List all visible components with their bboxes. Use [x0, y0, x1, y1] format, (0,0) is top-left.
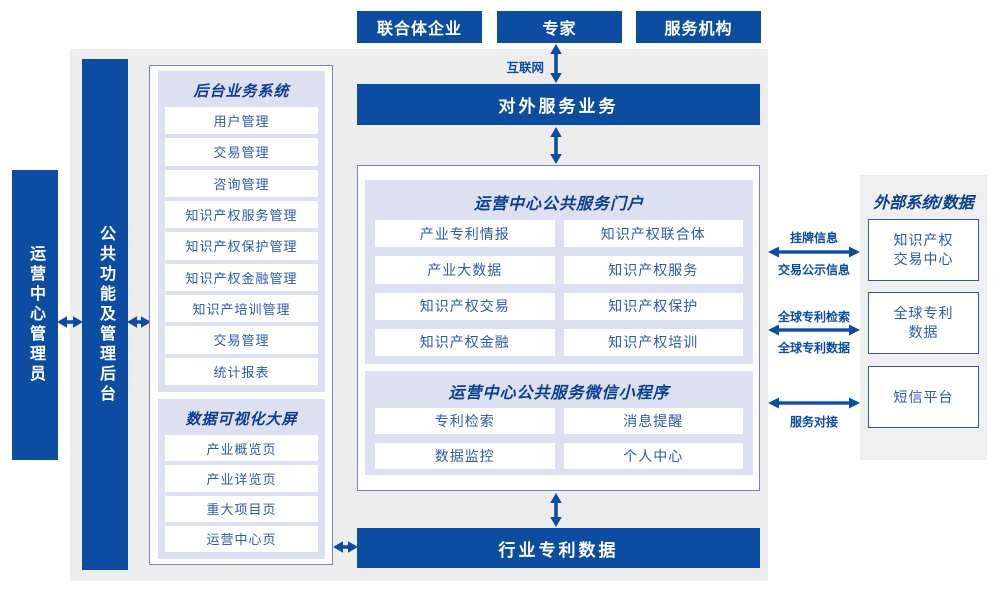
miniprogram-item-grid: 专利检索 消息提醒 数据监控 个人中心 [375, 408, 743, 469]
bar-label: 运营中心管理员 [27, 245, 44, 385]
backend-item: 知识产权保护管理 [165, 232, 318, 260]
backend-item: 交易管理 [165, 326, 318, 354]
operation-center-admin-bar: 运营中心管理员 [12, 170, 58, 460]
miniprogram-item: 数据监控 [375, 443, 555, 469]
dashboard-item-list: 产业概览页 产业详览页 重大项目页 运营中心页 [165, 435, 318, 552]
portal-item: 知识产权保护 [563, 292, 743, 320]
link-label-trade-publicity-info: 交易公示信息 [777, 263, 850, 277]
double-arrow-global-patent-icon [768, 324, 860, 336]
internet-label: 互联网 [506, 61, 544, 75]
dashboard-item: 产业详览页 [165, 465, 318, 492]
link-label-service-connect: 服务对接 [789, 415, 838, 429]
backend-item: 知识产权金融管理 [165, 263, 318, 291]
actor-label: 服务机构 [664, 21, 733, 38]
industry-patent-data-bar: 行业专利数据 [357, 528, 760, 568]
dashboard-item: 产业概览页 [165, 435, 318, 462]
portal-item: 产业大数据 [375, 256, 555, 284]
portal-item: 知识产权金融 [375, 328, 555, 356]
portal-item: 知识产权联合体 [563, 220, 743, 248]
actor-service-agencies: 服务机构 [636, 11, 761, 43]
public-functions-backend-bar: 公共功能及管理后台 [82, 59, 128, 570]
dashboard-item: 运营中心页 [165, 525, 318, 552]
link-label-global-patent-search: 全球专利检索 [777, 310, 850, 324]
external-systems-title: 外部系统/数据 [873, 195, 974, 212]
bar-label: 公共功能及管理后台 [97, 224, 114, 405]
miniprogram-panel: 运营中心公共服务微信小程序 专利检索 消息提醒 数据监控 个人中心 [365, 371, 753, 475]
portal-item: 知识产权交易 [375, 292, 555, 320]
dashboard-panel: 数据可视化大屏 产业概览页 产业详览页 重大项目页 运营中心页 [158, 399, 325, 559]
dashboard-item: 重大项目页 [165, 495, 318, 522]
link-label-global-patent-data: 全球专利数据 [777, 341, 850, 355]
double-arrow-functions-backend-icon [127, 316, 151, 328]
double-arrow-industry-data-icon [550, 493, 562, 527]
miniprogram-item: 个人中心 [563, 443, 743, 469]
portal-item: 知识产权服务 [563, 256, 743, 284]
external-service-bar: 对外服务业务 [357, 84, 760, 125]
backend-item: 咨询管理 [165, 169, 318, 197]
panel-title: 数据可视化大屏 [185, 411, 298, 428]
panel-title: 运营中心公共服务门户 [473, 196, 644, 213]
backend-item: 统计报表 [165, 357, 318, 385]
backend-item: 用户管理 [165, 107, 318, 135]
actor-experts: 专家 [497, 11, 622, 43]
backend-item: 知识产培训管理 [165, 294, 318, 323]
double-arrow-admin-functions-icon [57, 316, 83, 328]
double-arrow-portal-icon [550, 127, 562, 164]
double-arrow-dashboard-industry-icon [333, 541, 358, 553]
double-arrow-internet-icon [550, 44, 562, 83]
actor-label: 联合体企业 [376, 21, 462, 38]
miniprogram-item: 专利检索 [375, 408, 555, 434]
double-arrow-ip-trading-icon [768, 246, 860, 258]
backend-item-list: 用户管理 交易管理 咨询管理 知识产权服务管理 知识产权保护管理 知识产权金融管… [165, 107, 318, 385]
backend-system-panel: 后台业务系统 用户管理 交易管理 咨询管理 知识产权服务管理 知识产权保护管理 … [158, 71, 325, 392]
link-label-listing-info: 挂牌信息 [789, 231, 838, 245]
double-arrow-service-connect-icon [768, 397, 860, 409]
actor-consortium-enterprises: 联合体企业 [357, 11, 482, 43]
public-service-portal-panel: 运营中心公共服务门户 产业专利情报 知识产权联合体 产业大数据 知识产权服务 知… [365, 180, 753, 364]
actor-label: 专家 [542, 21, 577, 38]
external-system-sms-platform: 短信平台 [868, 366, 979, 428]
portal-item: 知识产权培训 [563, 328, 743, 356]
bar-label: 行业专利数据 [498, 540, 619, 560]
bar-label: 对外服务业务 [498, 97, 619, 116]
miniprogram-item: 消息提醒 [563, 408, 743, 434]
panel-title: 运营中心公共服务微信小程序 [448, 385, 670, 402]
external-system-ip-trading-center: 知识产权 交易中心 [868, 219, 979, 281]
external-system-global-patent-data: 全球专利 数据 [868, 292, 979, 354]
panel-title: 后台业务系统 [193, 83, 290, 100]
portal-item-grid: 产业专利情报 知识产权联合体 产业大数据 知识产权服务 知识产权交易 知识产权保… [375, 220, 743, 356]
backend-item: 知识产权服务管理 [165, 200, 318, 229]
backend-item: 交易管理 [165, 138, 318, 166]
portal-item: 产业专利情报 [375, 220, 555, 248]
